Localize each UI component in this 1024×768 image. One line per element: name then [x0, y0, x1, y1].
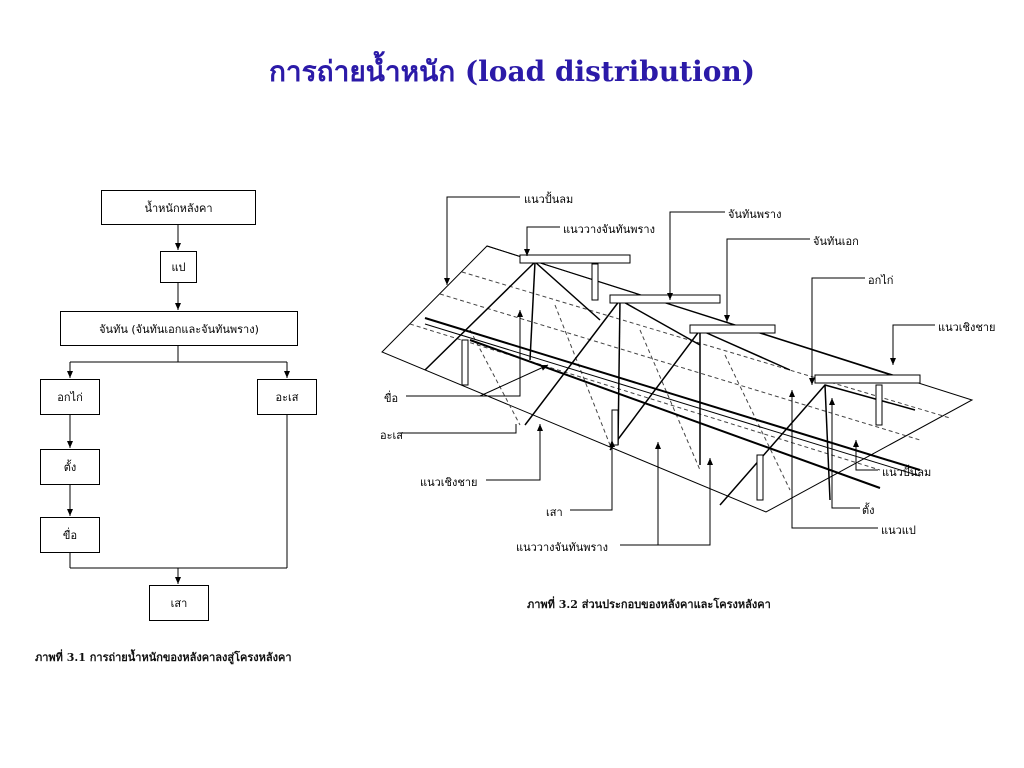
- post-2: [611, 409, 619, 446]
- label-verge-line-bottom: แนวปั้นลม: [882, 466, 932, 479]
- label-eave-line-left: แนวเชิงชาย: [420, 476, 478, 489]
- roof-caption: ภาพที่ 3.2 ส่วนประกอบของหลังคาและโครงหลั…: [527, 598, 771, 611]
- ridge-line: [486, 245, 901, 379]
- label-tie-beam: อะเส: [380, 429, 403, 442]
- label-ridge: อกไก่: [868, 274, 894, 287]
- flow-box-tie-beam: อะเส: [257, 379, 317, 415]
- flow-box-strut: ขื่อ: [40, 517, 100, 553]
- label-strut: ขื่อ: [384, 392, 399, 405]
- label-purlin-line: แนวแป: [881, 524, 916, 537]
- post-1: [591, 263, 599, 301]
- label-common-rafter: จันทันพราง: [728, 208, 782, 221]
- label-verge-line-top: แนวปั้นลม: [524, 193, 574, 206]
- slide-title: การถ่ายน้ำหนัก (load distribution): [268, 55, 756, 88]
- label-eave-line-right: แนวเชิงชาย: [938, 321, 996, 334]
- flow-box-roof-load: น้ำหนักหลังคา: [101, 190, 256, 225]
- post-3: [756, 454, 764, 501]
- flow-box-column: เสา: [149, 585, 209, 621]
- post-4: [875, 384, 883, 426]
- flow-box-purlin: แป: [160, 251, 197, 283]
- label-king-post: ตั้ง: [862, 504, 875, 517]
- label-column: เสา: [546, 506, 563, 519]
- flow-box-rafters: จันทัน (จันทันเอกและจันทันพราง): [60, 311, 298, 346]
- roof-plane-outline: [381, 245, 974, 513]
- flow-box-hip-rafter: อกไก่: [40, 379, 100, 415]
- label-principal-rafter: จันทันเอก: [813, 235, 859, 248]
- label-rafter-layout-top: แนววางจันทันพราง: [563, 223, 655, 236]
- flowchart-caption: ภาพที่ 3.1 การถ่ายน้ำหนักของหลังคาลงสู่โ…: [35, 651, 292, 664]
- flow-box-king-post: ตั้ง: [40, 449, 100, 485]
- label-rafter-layout-bottom: แนววางจันทันพราง: [516, 541, 608, 554]
- tie-beam-line: [424, 317, 921, 471]
